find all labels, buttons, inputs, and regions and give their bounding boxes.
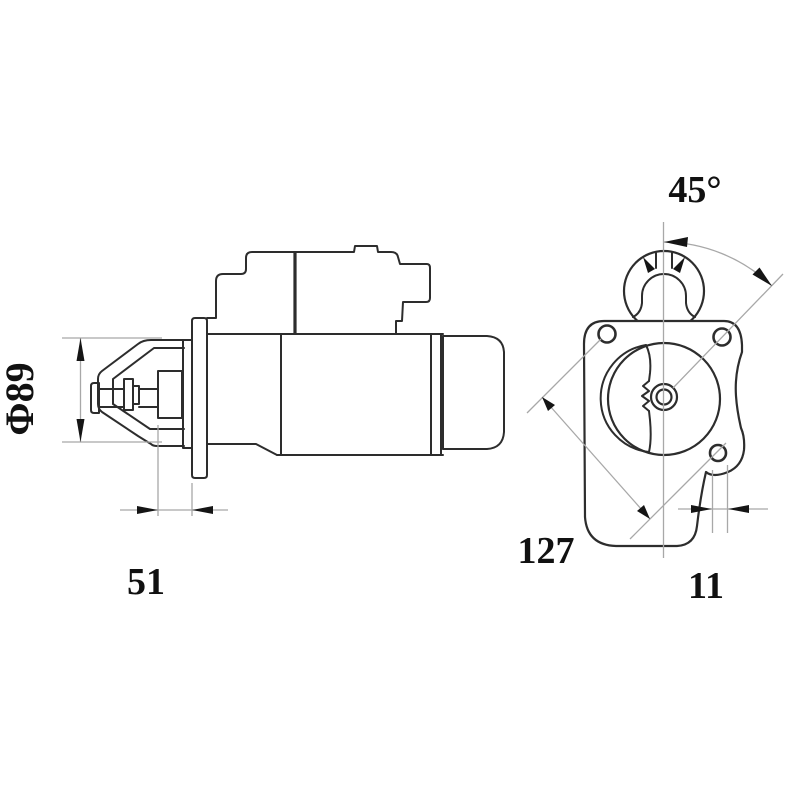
diameter-arrow-bottom <box>76 419 85 442</box>
diameter-arrow-top <box>76 338 85 361</box>
side-view <box>90 245 505 479</box>
dimension-label-hole-offset: 11 <box>688 565 724 607</box>
mounting-flange-side <box>191 317 208 479</box>
arc-arrow-end <box>752 267 772 286</box>
cap-notch-left <box>643 257 655 273</box>
diagonal-arrow-lower <box>637 505 650 519</box>
nose-cone-inner-line <box>112 347 185 430</box>
diagonal-127-dimension-line <box>541 396 651 520</box>
arc-arrow-top <box>664 237 688 247</box>
housing-rear-plate <box>182 339 193 449</box>
solenoid-outline <box>206 245 431 335</box>
pinion-gear <box>123 378 140 411</box>
nose-51-extension-lines <box>157 425 193 516</box>
dimension-label-angle: 45° <box>668 169 722 211</box>
gear-teeth <box>641 380 650 412</box>
nose-arrow-left <box>137 506 158 514</box>
drive-block <box>157 370 183 419</box>
body-ring-band <box>430 333 444 455</box>
bolt-hole-bottom-right <box>708 443 728 463</box>
pinion-crescent-edge <box>645 344 652 453</box>
hole-diagonal-centerline <box>672 273 784 389</box>
cap-notch-right <box>673 257 685 273</box>
shaft-front-segment <box>98 388 125 408</box>
dimension-arrows <box>76 237 772 519</box>
offset-11-extension-lines <box>711 465 729 533</box>
lower-bracket-ledge <box>207 443 278 456</box>
diagonal-extension-lower <box>629 442 727 540</box>
offset-arrow-left <box>691 505 712 513</box>
end-cap <box>442 335 505 450</box>
solenoid-cap-slot <box>655 252 673 269</box>
nose-arrow-right <box>192 506 213 514</box>
diagonal-arrow-upper <box>542 397 555 411</box>
diagonal-extension-upper <box>526 338 602 414</box>
dimension-label-bolt-diagonal: 127 <box>517 530 575 572</box>
dimension-label-diameter: Φ89 <box>0 362 42 436</box>
dimension-label-nose-length: 51 <box>127 561 165 603</box>
pinion-crescent-arc <box>599 344 650 453</box>
offset-arrow-right <box>728 505 749 513</box>
shaft-rear-segment <box>138 388 159 408</box>
bolt-hole-top-left <box>597 324 617 344</box>
nose-cone-outline <box>97 339 185 447</box>
diameter-89-extension-lines <box>62 337 162 443</box>
